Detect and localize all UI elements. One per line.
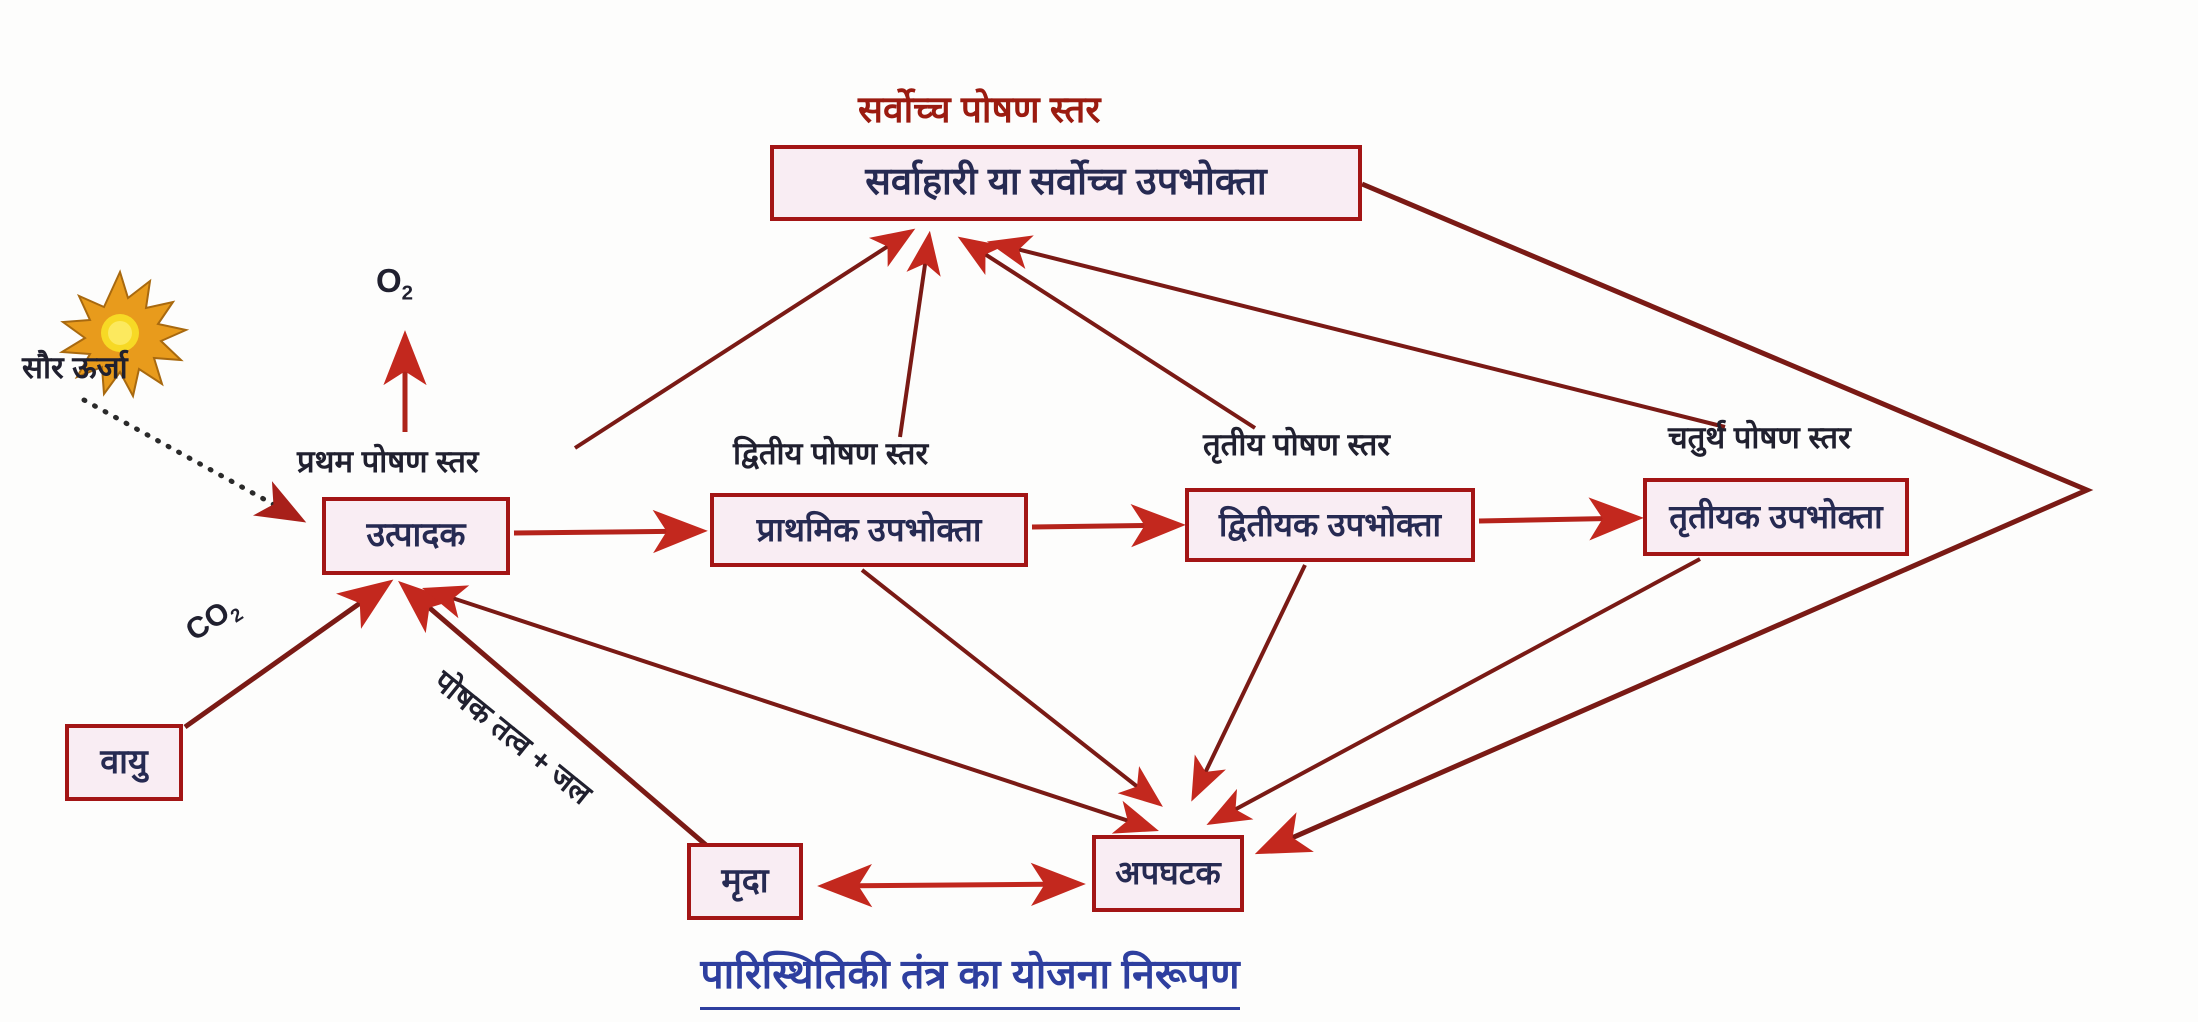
- arrow-air-to-producer: [183, 579, 394, 730]
- arrow-level4-to-apex: [986, 235, 1726, 429]
- arrow-soil-to-producer: [398, 580, 708, 847]
- diagram-caption-text: पारिस्थितिकी तंत्र का योजना निरूपण: [700, 945, 1240, 1010]
- arrow-apex-to-decomposer: [1254, 181, 2094, 855]
- level3-label: तृतीय पोषण स्तर: [1203, 427, 1390, 462]
- arrow-solar-to-producer: [81, 397, 307, 523]
- solar-energy-label: सौर ऊर्जा: [22, 350, 128, 385]
- arrow-secondary-to-tertiary: [1478, 497, 1644, 541]
- arrow-soil-decomposer: [817, 862, 1086, 908]
- secondary-consumer-box: द्वितीयक उपभोक्ता: [1185, 488, 1475, 562]
- arrow-producer-to-primary: [513, 509, 708, 554]
- diagram-caption: पारिस्थितिकी तंत्र का योजना निरूपण: [560, 945, 1380, 1010]
- arrow-level1-to-apex: [573, 228, 916, 450]
- tertiary-consumer-box: तृतीयक उपभोक्ता: [1643, 478, 1909, 556]
- arrow-level3-to-apex: [957, 236, 1257, 430]
- soil-box: मृदा: [687, 843, 803, 920]
- sun-icon: [58, 269, 190, 399]
- air-box: वायु: [65, 724, 183, 801]
- arrow-primary-to-secondary: [1031, 504, 1186, 548]
- level1-label: प्रथम पोषण स्तर: [297, 444, 479, 479]
- arrow-level2-to-apex: [898, 230, 941, 438]
- arrow-primary-to-decomposer: [860, 568, 1163, 807]
- decomposer-box: अपघटक: [1092, 835, 1244, 912]
- apex-consumer-box: सर्वाहारी या सर्वोच्च उपभोक्ता: [770, 145, 1362, 221]
- arrow-secondary-to-decomposer: [1191, 564, 1307, 802]
- primary-consumer-box: प्राथमिक उपभोक्ता: [710, 493, 1028, 567]
- arrow-producer-decomposer: [422, 585, 1159, 834]
- o2-label: O2: [376, 262, 414, 305]
- top-trophic-heading: सर्वोच्च पोषण स्तर: [858, 89, 1101, 130]
- level4-label: चतुर्थ पोषण स्तर: [1668, 420, 1851, 455]
- arrow-tertiary-to-decomposer: [1206, 557, 1701, 825]
- level2-label: द्वितीय पोषण स्तर: [733, 436, 929, 471]
- producer-box: उत्पादक: [322, 497, 510, 575]
